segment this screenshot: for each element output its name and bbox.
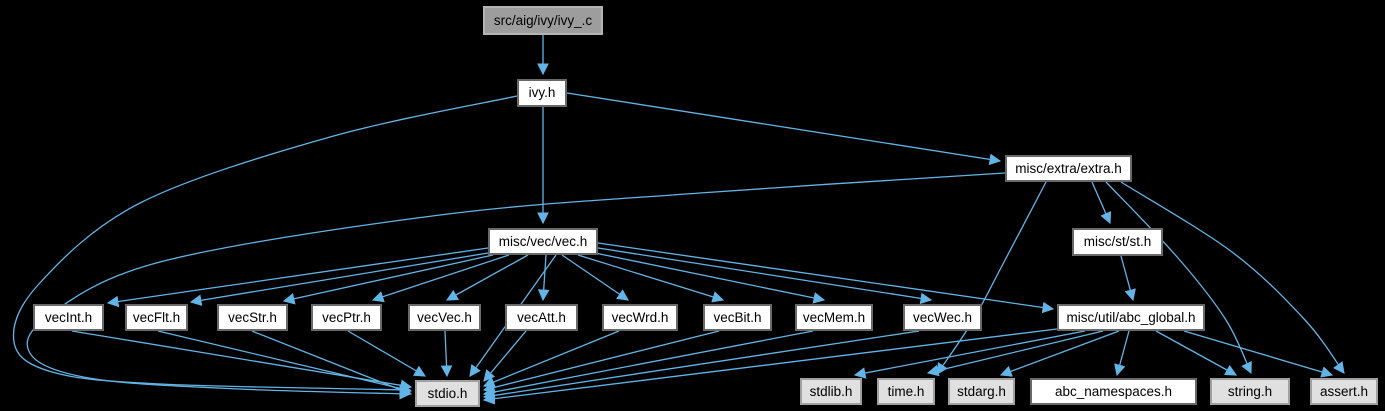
edge-vec_h-to-vecBit_h (577, 254, 725, 303)
edge-abc_global_h-to-string_h (1155, 330, 1238, 376)
graph-node-vecAtt_h[interactable]: vecAtt.h (505, 304, 578, 331)
edge-vec_h-to-abc_global_h (597, 242, 1055, 314)
edge-extra_h-to-stdio_h (26, 172, 1006, 400)
edge-extra_h-to-assert_h (1120, 181, 1345, 374)
edge-vec_h-to-vecWec_h (597, 247, 933, 305)
graph-node-assert_h: assert.h (1310, 378, 1378, 405)
graph-node-ivy_c: src/aig/ivy/ivy_.c (483, 6, 603, 35)
edge-abc_global_h-to-assert_h (1183, 330, 1334, 378)
graph-node-vecFlt_h[interactable]: vecFlt.h (125, 304, 188, 331)
graph-node-vec_h[interactable]: misc/vec/vec.h (488, 228, 598, 255)
graph-node-vecMem_h[interactable]: vecMem.h (795, 304, 873, 331)
graph-node-vecWrd_h[interactable]: vecWrd.h (602, 304, 678, 331)
graph-node-vecInt_h[interactable]: vecInt.h (33, 304, 104, 331)
graph-node-ivy_h[interactable]: ivy.h (517, 79, 567, 107)
edge-vec_h-to-vecWrd_h (561, 254, 629, 301)
edge-vec_h-to-vecInt_h (106, 247, 489, 308)
graph-node-extra_h[interactable]: misc/extra/extra.h (1005, 155, 1132, 182)
graph-node-vecPtr_h[interactable]: vecPtr.h (311, 304, 382, 331)
edge-vecWec_h-to-stdio_h (482, 330, 920, 402)
graph-node-abc_namespaces_h[interactable]: abc_namespaces.h (1030, 378, 1197, 405)
edge-vecWrd_h-to-stdio_h (482, 330, 620, 388)
edge-vecMem_h-to-stdio_h (482, 330, 814, 398)
graph-node-vecBit_h[interactable]: vecBit.h (703, 304, 772, 331)
edge-abc_global_h-to-stdio_h (482, 328, 1058, 405)
graph-node-string_h: string.h (1210, 378, 1290, 405)
edge-ivy_h-to-stdio_h (12, 95, 518, 396)
edge-vec_h-to-vecMem_h (594, 252, 826, 304)
edge-vecBit_h-to-stdio_h (482, 330, 720, 394)
edge-vecStr_h-to-stdio_h (251, 330, 413, 396)
edge-abc_global_h-to-stdlib_h (853, 330, 1086, 379)
edge-vec_h-to-vecVec_h (445, 254, 529, 301)
graph-node-abc_global_h[interactable]: misc/util/abc_global.h (1057, 304, 1205, 331)
edge-extra_h-to-time_h (936, 181, 1047, 375)
edge-vec_h-to-vecFlt_h (189, 252, 489, 307)
edge-vecPtr_h-to-stdio_h (347, 330, 427, 377)
graph-node-vecWec_h[interactable]: vecWec.h (903, 304, 982, 331)
edge-extra_h-to-st_h (1091, 181, 1112, 225)
graph-node-time_h: time.h (877, 378, 935, 405)
edge-abc_global_h-to-time_h (926, 330, 1104, 377)
edge-vec_h-to-vecStr_h (282, 254, 494, 305)
edge-vecVec_h-to-stdio_h (440, 330, 453, 378)
graph-node-stdlib_h: stdlib.h (800, 378, 862, 405)
graph-node-stdio_h: stdio.h (415, 380, 480, 407)
edge-abc_global_h-to-abc_namespaces_h (1114, 330, 1130, 377)
edge-vec_h-to-vecAtt_h (537, 254, 550, 302)
edge-st_h-to-abc_global_h (1120, 255, 1136, 302)
edge-extra_h-to-string_h (1105, 181, 1252, 375)
graph-node-stdarg_h: stdarg.h (948, 378, 1015, 405)
graph-node-vecStr_h[interactable]: vecStr.h (217, 304, 288, 331)
edge-vecFlt_h-to-stdio_h (157, 330, 413, 395)
edge-vecAtt_h-to-stdio_h (483, 330, 527, 382)
graph-node-st_h[interactable]: misc/st/st.h (1072, 228, 1163, 256)
edge-abc_global_h-to-stdarg_h (999, 330, 1120, 377)
edge-vec_h-to-vecPtr_h (371, 254, 510, 303)
edge-ivy_h-to-extra_h (566, 92, 1002, 166)
graph-node-vecVec_h[interactable]: vecVec.h (408, 304, 481, 331)
